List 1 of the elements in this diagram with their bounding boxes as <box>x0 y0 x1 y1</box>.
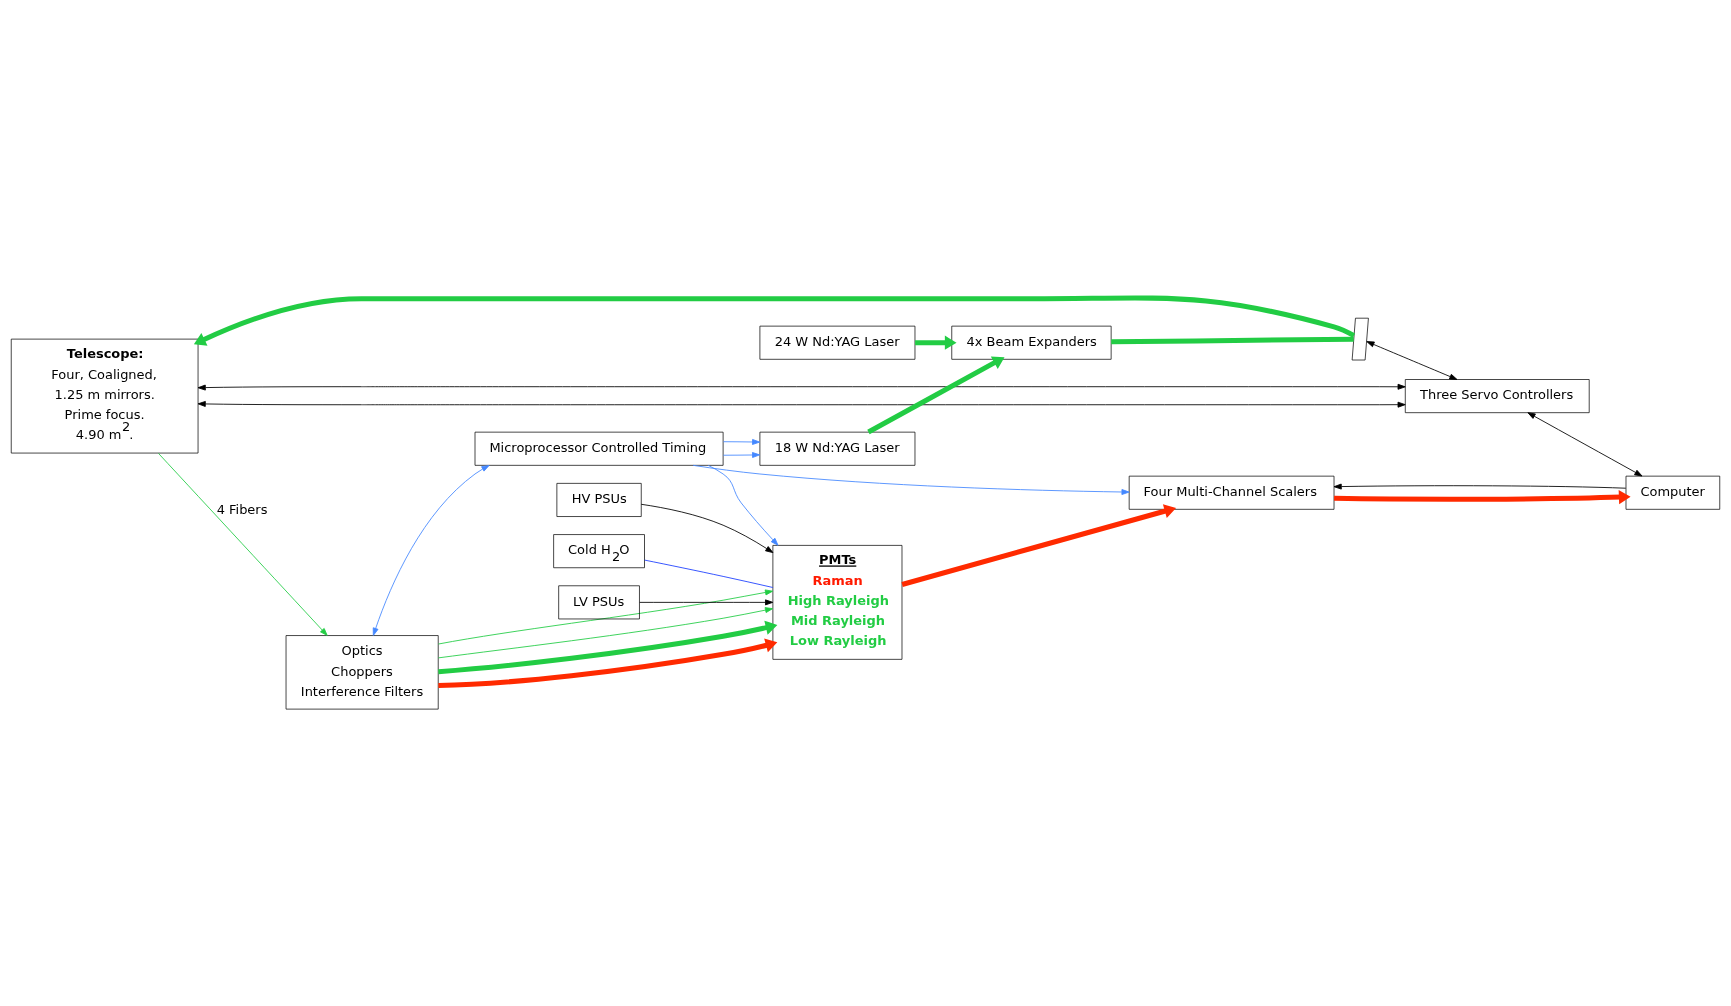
edge-label: 4 Fibers <box>216 501 268 517</box>
